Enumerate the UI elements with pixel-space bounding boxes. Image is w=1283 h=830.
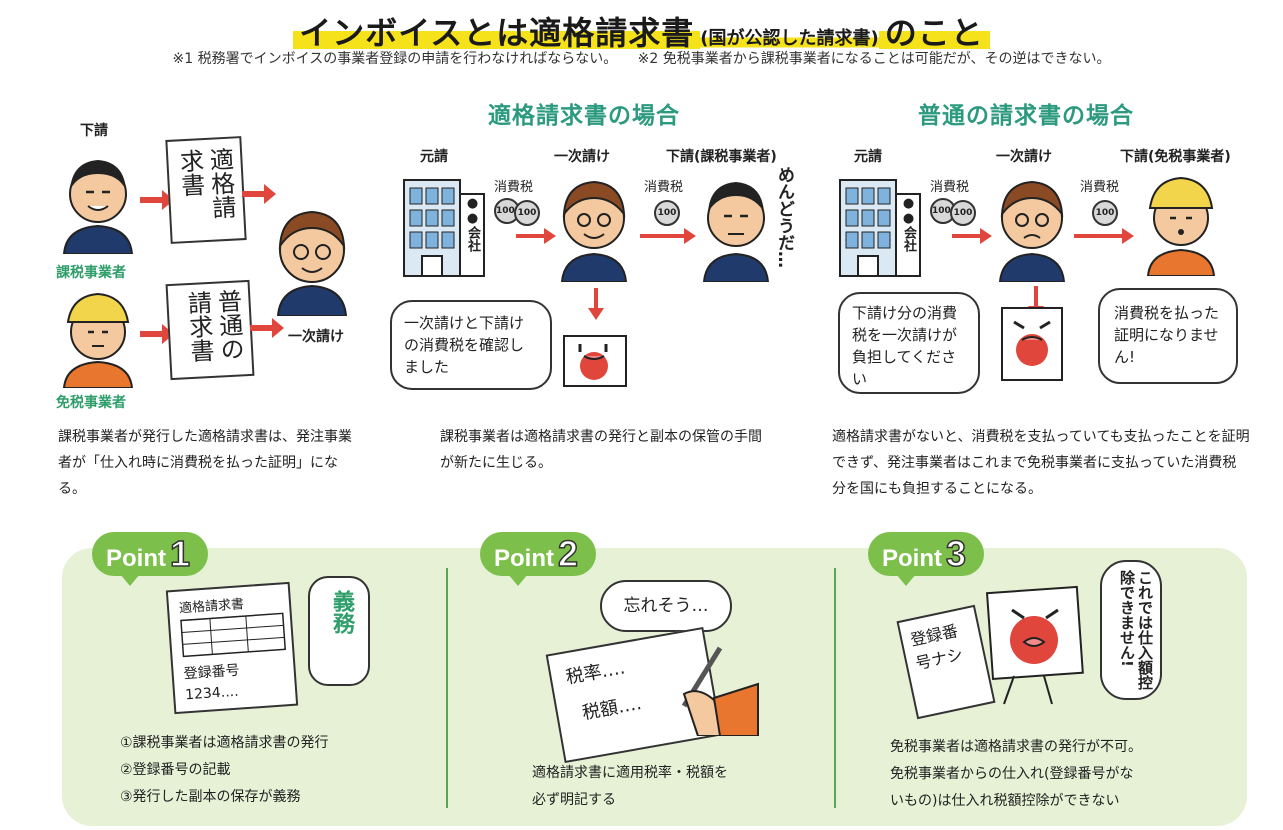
coin-100-right-b: 100	[1092, 200, 1118, 226]
point-2-paper-line-1: 税率….	[564, 657, 627, 689]
point-1-text: ①課税事業者は適格請求書の発行 ②登録番号の記載 ③発行した副本の保存が義務	[120, 730, 420, 811]
point-1-doc-title: 適格請求書	[178, 597, 245, 617]
point-2-text: 適格請求書に適用税率・税額を 必ず明記する	[532, 760, 812, 814]
point-1-doc-reg: 登録番号	[183, 662, 241, 683]
invoice-futsuu: 普通の請求書	[165, 279, 255, 381]
arrow-right-icon	[250, 318, 284, 338]
title-main: インボイスとは適格請求書	[293, 14, 701, 52]
arrow-right-icon	[952, 228, 992, 244]
point-2-line-2: 必ず明記する	[532, 792, 616, 808]
point-2-hand-pen-illustration	[681, 646, 759, 736]
point-2-line-1: 適格請求書に適用税率・税額を	[532, 765, 728, 781]
point-3-line-1: 免税事業者は適格請求書の発行が不可。	[890, 739, 1142, 755]
invoice-tekikaku-text: 適格請求書	[174, 146, 237, 220]
label-ichiji-mid: 一次請け	[554, 149, 610, 165]
kazei-person-illustration	[62, 160, 134, 254]
point-divider-2	[834, 568, 836, 808]
invoice-mascot-illustration	[563, 335, 627, 387]
coin-100-mid-b: 100	[654, 200, 680, 226]
note-2: ※2 免税事業者から課税事業者になることは可能だが、その逆はできない。	[637, 51, 1111, 67]
ichiji-right-person-illustration	[998, 180, 1066, 282]
label-motouke-right: 元請	[854, 149, 882, 165]
coin-100-mid-a: 100	[514, 200, 540, 226]
arrow-right-icon	[516, 228, 556, 244]
shita-menzei-person-illustration	[1146, 176, 1216, 276]
invoice-tekikaku: 適格請求書	[165, 136, 247, 244]
title-sub: (国が公認した請求書)	[700, 28, 879, 49]
point-1-doc-table	[180, 612, 287, 658]
tax-label-right-2: 消費税	[1080, 180, 1120, 195]
page-title: インボイスとは適格請求書(国が公認した請求書)のこと	[0, 8, 1283, 54]
point-1-gimu-text: 義務	[329, 590, 354, 634]
tax-label-right-1: 消費税	[930, 180, 970, 195]
label-ichiji-left: 一次請け	[288, 329, 344, 345]
label-menzei: 免税事業者	[56, 395, 126, 411]
point-1-document: 適格請求書 登録番号 1234....	[165, 581, 299, 715]
point-1-line-1: ①課税事業者は適格請求書の発行	[120, 735, 329, 751]
arrow-right-icon	[242, 184, 276, 204]
point-3-line-2: 免税事業者からの仕入れ(登録番号がな	[890, 766, 1134, 782]
point-1-number: 1	[169, 532, 191, 575]
left-description: 課税事業者が発行した適格請求書は、発注事業者が「仕入れ時に消費税を払った証明」に…	[58, 429, 352, 497]
company-sign-right: ●●会社	[901, 196, 916, 252]
company-building-illustration	[403, 179, 485, 277]
point-1-doc-num: 1234....	[184, 683, 240, 704]
bubble-confirm: 一次請けと下請けの消費税を確認しました	[390, 300, 552, 390]
label-ichiji-right: 一次請け	[996, 149, 1052, 165]
invoice-mascot-angry-illustration	[1001, 307, 1063, 381]
label-kazei: 課税事業者	[56, 265, 126, 281]
menzei-person-illustration	[62, 292, 134, 388]
label-shita-menzei: 下請(免税事業者)	[1120, 149, 1231, 165]
bubble-request: 下請け分の消費税を一次請けが負担してください	[838, 292, 980, 394]
note-1: ※1 税務署でインボイスの事業者登録の申請を行わなければならない。	[172, 51, 618, 67]
notes: ※1 税務署でインボイスの事業者登録の申請を行わなければならない。 ※2 免税事…	[0, 48, 1283, 68]
point-1-line-2: ②登録番号の記載	[120, 762, 231, 778]
point-3-mascot-illustration	[985, 585, 1084, 705]
tax-label-mid-2: 消費税	[644, 180, 684, 195]
title-tail: のこと	[878, 14, 990, 52]
point-2-paper-line-2: 税額….	[580, 693, 644, 725]
arrow-down-icon	[588, 288, 604, 320]
coin-100-right-a: 100	[950, 200, 976, 226]
heading-futsuu: 普通の請求書の場合	[918, 103, 1134, 129]
right-description: 適格請求書がないと、消費税を支払っていても支払ったことを証明できず、発注事業者は…	[832, 429, 1250, 497]
ichiji-mid-person-illustration	[560, 180, 628, 282]
point-2-number: 2	[557, 532, 579, 575]
company-building-illustration	[839, 179, 921, 277]
middle-description: 課税事業者は適格請求書の発行と副本の保管の手間が新たに生じる。	[440, 429, 762, 471]
point-3-line-3: いもの)は仕入れ税額控除ができない	[890, 793, 1120, 809]
point-1-line-3: ③発行した副本の保存が義務	[120, 789, 301, 805]
point-1-label: Point	[106, 545, 166, 572]
point-3-text: 免税事業者は適格請求書の発行が不可。 免税事業者からの仕入れ(登録番号がな いも…	[890, 734, 1210, 815]
mendou-text: めんどうだ…	[774, 166, 794, 268]
point-1-gimu-bubble: 義務	[308, 576, 370, 686]
bubble-no-proof: 消費税を払った証明になりません!	[1098, 288, 1238, 384]
label-motouke-mid: 元請	[420, 149, 448, 165]
point-2-thought-bubble: 忘れそう…	[600, 580, 732, 632]
arrow-right-icon	[1074, 228, 1134, 244]
point-2-label: Point	[494, 545, 554, 572]
heading-tekikaku: 適格請求書の場合	[488, 103, 680, 129]
point-3-number: 3	[945, 532, 967, 575]
point-3-speech-bubble: これでは仕入額控除できません!	[1100, 560, 1162, 700]
invoice-futsuu-text: 普通の請求書	[182, 288, 245, 364]
point-3-label: Point	[882, 545, 942, 572]
shita-kazei-person-illustration	[702, 182, 770, 282]
arrow-right-icon	[640, 228, 696, 244]
company-sign-mid: ●●会社	[465, 196, 480, 252]
point-divider-1	[446, 568, 448, 808]
ichiji-person-illustration	[276, 210, 348, 316]
label-shitauke: 下請	[80, 123, 108, 139]
point-3-speech-text: これでは仕入額控除できません!	[1118, 570, 1154, 690]
tax-label-mid-1: 消費税	[494, 180, 534, 195]
label-shita-kazei: 下請(課税事業者)	[666, 149, 777, 165]
